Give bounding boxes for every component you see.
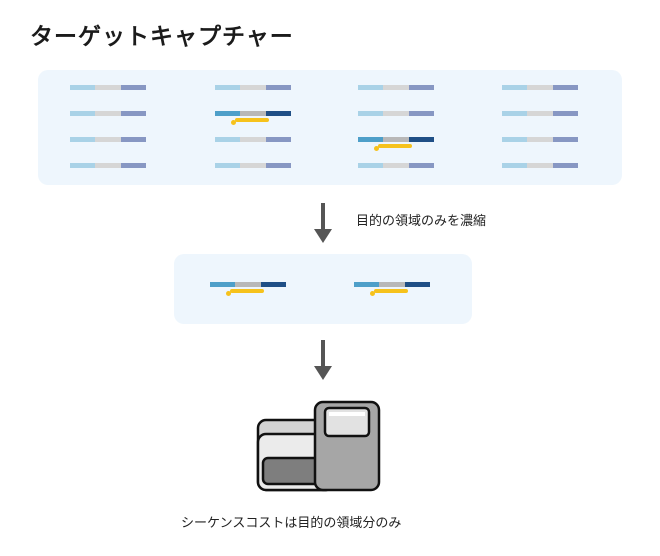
down-arrow-icon bbox=[314, 340, 332, 380]
target-fragment bbox=[358, 137, 434, 142]
library-fragment bbox=[215, 137, 291, 142]
capture-probe-icon bbox=[230, 289, 264, 293]
library-fragment bbox=[215, 163, 291, 168]
capture-probe-icon bbox=[374, 289, 408, 293]
library-fragment bbox=[358, 163, 434, 168]
probe-tag-icon bbox=[374, 146, 379, 151]
probe-tag-icon bbox=[226, 291, 231, 296]
capture-probe-icon bbox=[378, 144, 412, 148]
down-arrow-icon bbox=[314, 203, 332, 243]
library-fragment bbox=[502, 85, 578, 90]
enrich-step-label: 目的の領域のみを濃縮 bbox=[356, 214, 487, 229]
cost-step-label: シーケンスコストは目的の領域分のみ bbox=[181, 516, 402, 531]
page-title: ターゲットキャプチャー bbox=[30, 24, 294, 50]
library-fragment bbox=[358, 85, 434, 90]
target-fragment bbox=[354, 282, 430, 287]
library-fragment bbox=[215, 85, 291, 90]
library-fragment bbox=[70, 137, 146, 142]
probe-tag-icon bbox=[231, 120, 236, 125]
library-fragment bbox=[70, 85, 146, 90]
library-fragment bbox=[502, 163, 578, 168]
enriched-panel bbox=[174, 254, 472, 324]
sequencer-icon bbox=[256, 400, 381, 492]
target-fragment bbox=[210, 282, 286, 287]
library-fragment bbox=[70, 111, 146, 116]
library-fragment bbox=[70, 163, 146, 168]
library-fragment bbox=[358, 111, 434, 116]
library-panel bbox=[38, 70, 622, 185]
library-fragment bbox=[502, 137, 578, 142]
probe-tag-icon bbox=[370, 291, 375, 296]
target-fragment bbox=[215, 111, 291, 116]
library-fragment bbox=[502, 111, 578, 116]
capture-probe-icon bbox=[235, 118, 269, 122]
